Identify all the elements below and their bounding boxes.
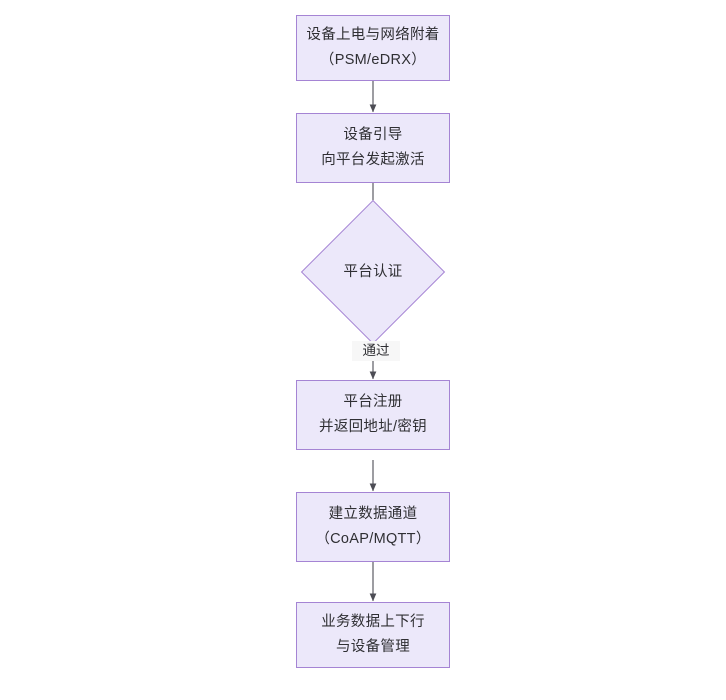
node-power-on-line-2: （PSM/eDRX） (319, 52, 427, 68)
node-data-channel-line-1: 建立数据通道 (328, 506, 418, 522)
node-platform-register-line-2: 并返回地址/密钥 (319, 419, 427, 435)
node-power-on-line-1: 设备上电与网络附着 (306, 27, 440, 43)
node-bootstrap[interactable]: 设备引导 向平台发起激活 (296, 113, 450, 183)
node-data-channel[interactable]: 建立数据通道 （CoAP/MQTT） (296, 492, 450, 562)
node-platform-auth-label: 平台认证 (343, 263, 403, 280)
node-platform-register[interactable]: 平台注册 并返回地址/密钥 (296, 380, 450, 450)
node-bootstrap-line-1: 设备引导 (343, 127, 403, 143)
node-platform-auth[interactable]: 平台认证 (300, 199, 446, 345)
node-business-data-line-2: 与设备管理 (336, 639, 410, 655)
node-business-data[interactable]: 业务数据上下行 与设备管理 (296, 602, 450, 668)
node-bootstrap-line-2: 向平台发起激活 (321, 152, 425, 168)
node-data-channel-line-2: （CoAP/MQTT） (315, 531, 431, 547)
node-platform-register-line-1: 平台注册 (343, 394, 403, 410)
edge-label-pass: 通过 (352, 341, 400, 361)
node-power-on[interactable]: 设备上电与网络附着 （PSM/eDRX） (296, 15, 450, 81)
node-business-data-line-1: 业务数据上下行 (321, 614, 425, 630)
